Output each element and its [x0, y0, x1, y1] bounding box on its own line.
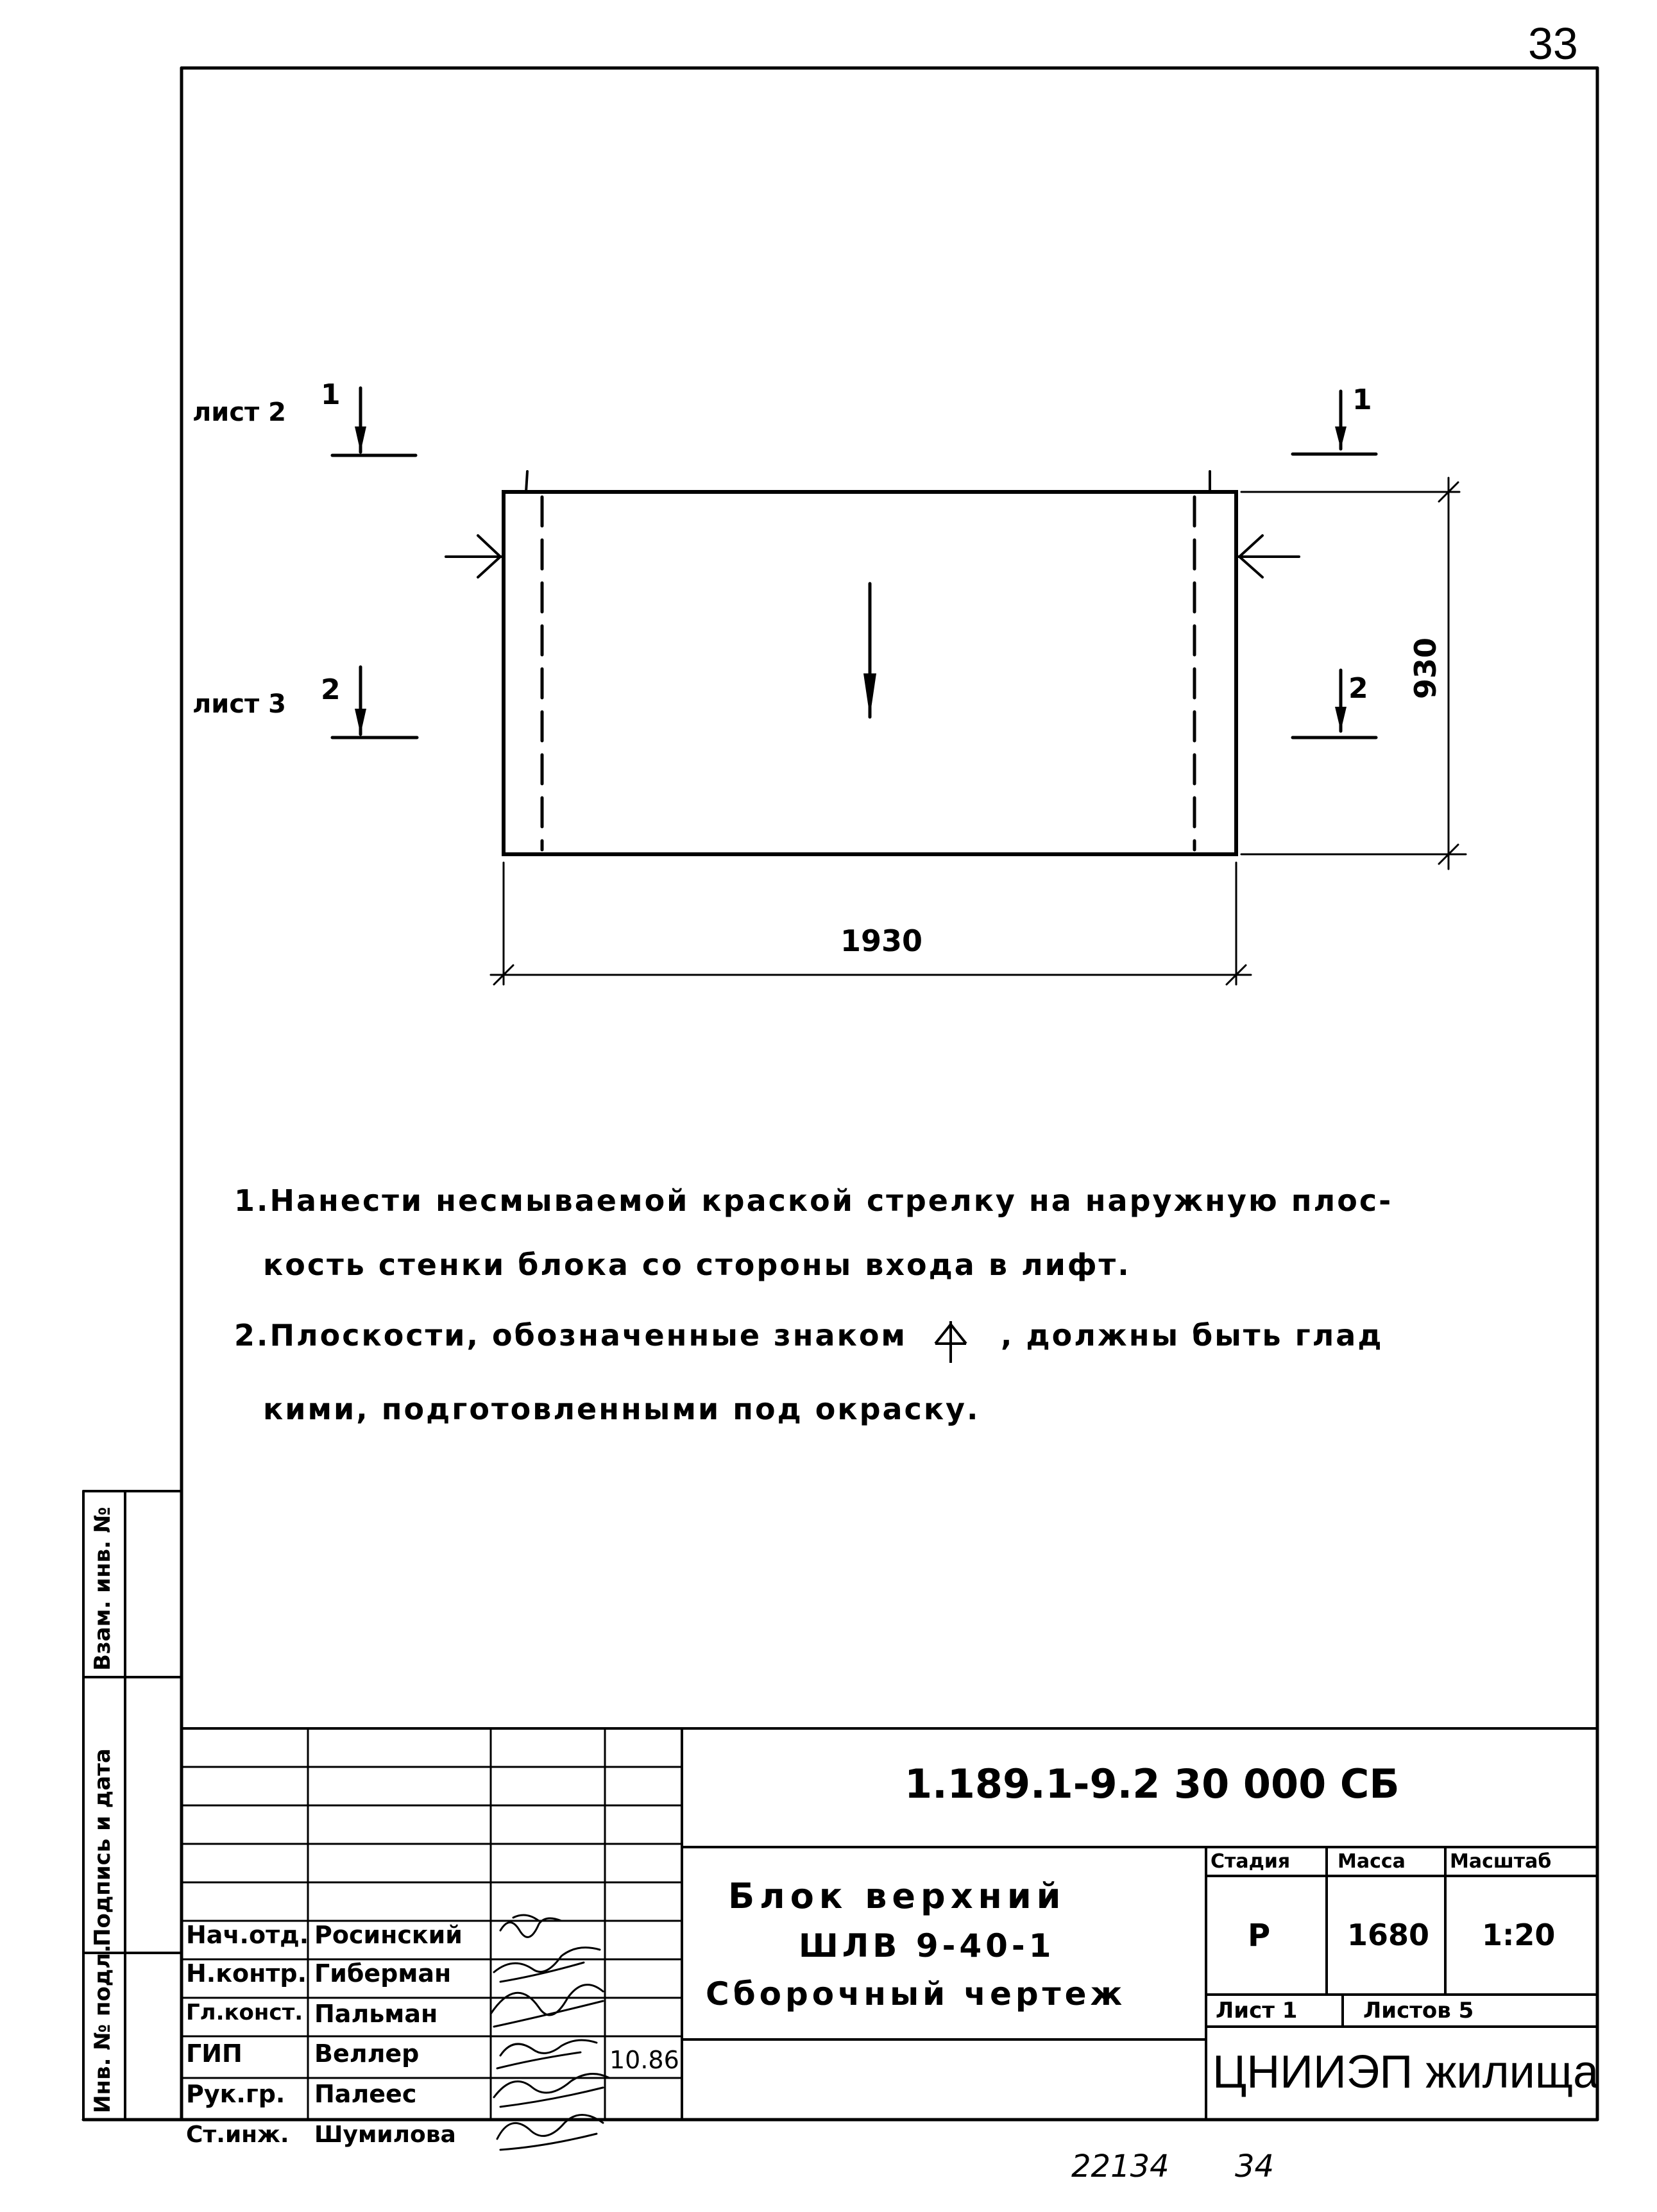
staff-role: Ст.инж.: [186, 2122, 289, 2148]
header-scale: Масштаб: [1450, 1850, 1552, 1873]
staff-role: Рук.гр.: [186, 2080, 285, 2108]
title-line-1: Блок верхний: [728, 1876, 1066, 1916]
surface-mark-right: [1237, 534, 1300, 578]
staff-name: Росинский: [314, 1921, 463, 1949]
header-mass: Масса: [1338, 1850, 1406, 1873]
section-2-left: [330, 665, 419, 739]
sheet-number: Лист 1: [1216, 1998, 1298, 2023]
side-label-signature-date: Подпись и дата: [90, 1748, 115, 1946]
document-code: 1.189.1-9.2 30 000 СБ: [905, 1760, 1400, 1807]
block-outline: [502, 490, 1238, 856]
section-2-mark-right: 2: [1348, 672, 1368, 705]
footer-number-right: 34: [1235, 2149, 1275, 2184]
signature-rosinsky: [499, 1914, 563, 1938]
staff-role: Гл.конст.: [186, 2000, 303, 2025]
dimension-height: [1240, 477, 1467, 870]
signature-paleyes: [493, 2073, 611, 2108]
side-label-inv-replace: Взам. инв. №: [90, 1507, 115, 1671]
staff-name: Шумилова: [314, 2122, 456, 2148]
section-1-mark-right: 1: [1352, 384, 1372, 416]
staff-role: Н.контр.: [186, 1959, 307, 1988]
staff-role: ГИП: [186, 2039, 242, 2068]
signature-shumilova: [496, 2114, 604, 2151]
dimension-width: [489, 861, 1252, 986]
staff-table-grid: [180, 1727, 683, 2121]
signature-giberman: [493, 1946, 601, 1983]
page-number: 33: [1528, 19, 1578, 69]
note-line-1: 1.Нанести несмываемой краской стрелку на…: [234, 1183, 1393, 1218]
note-line-4: кими, подготовленными под окраску.: [263, 1392, 980, 1426]
approval-date: 10.86: [609, 2046, 679, 2074]
sheets-total: Листов 5: [1363, 1998, 1474, 2023]
value-mass: 1680: [1347, 1918, 1430, 1952]
note-line-2: кость стенки блока со стороны входа в ли…: [263, 1247, 1131, 1282]
title-line-2: ШЛВ 9-40-1: [799, 1927, 1055, 1964]
section-2-sheet-label: лист 3: [192, 689, 286, 719]
value-stage: Р: [1248, 1918, 1271, 1954]
staff-name: Гиберман: [314, 1959, 452, 1988]
section-2-mark-left: 2: [321, 673, 341, 706]
staff-name: Пальман: [314, 2000, 438, 2028]
surface-mark-left: [445, 534, 505, 578]
footer-number-left: 22134: [1071, 2149, 1169, 2184]
value-scale: 1:20: [1482, 1918, 1556, 1952]
staff-role: Нач.отд.: [186, 1921, 309, 1949]
note-line-3b: , должны быть глад: [1001, 1318, 1384, 1353]
title-block-grid: [180, 1727, 1599, 2121]
header-stage: Стадия: [1211, 1850, 1291, 1873]
frame-border: [81, 66, 1599, 2122]
section-1-mark-left: 1: [321, 378, 341, 411]
hidden-lines: [540, 495, 1196, 852]
title-line-3: Сборочный чертеж: [706, 1975, 1126, 2013]
dimension-width-value: 1930: [840, 924, 923, 958]
side-label-inv-orig: Инв. № подл.: [90, 1944, 115, 2113]
dimension-height-value: 930: [1408, 637, 1443, 699]
signatures: [489, 1914, 611, 2151]
staff-name: Палеес: [314, 2080, 417, 2108]
side-stamp-lines: [82, 1490, 183, 2121]
staff-name: Веллер: [314, 2039, 420, 2068]
signature-veller: [496, 2039, 598, 2070]
organization-name: ЦНИИЭП жилища: [1212, 2047, 1599, 2098]
section-1-sheet-label: лист 2: [192, 398, 286, 427]
note-line-3a: 2.Плоскости, обозначенные знаком: [234, 1318, 908, 1353]
signature-palman: [489, 1984, 604, 2028]
section-1-left: [330, 386, 418, 457]
